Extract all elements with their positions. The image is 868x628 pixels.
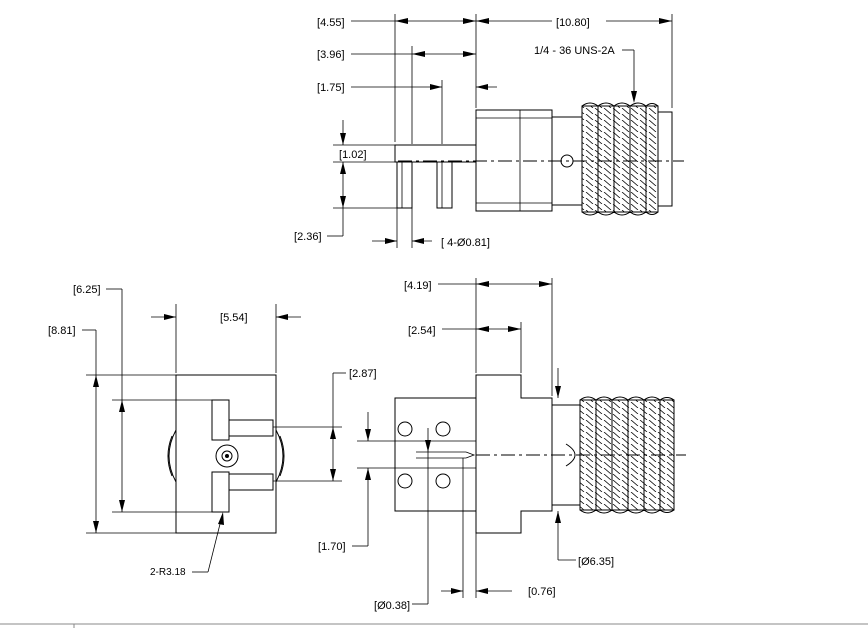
threaded-section (581, 105, 659, 213)
dim-1-02: [1.02] (339, 149, 367, 161)
upper-mounting-tab (211, 399, 230, 441)
dim-0-38: [Ø0.38] (374, 600, 410, 612)
pin-hole-3 (397, 473, 413, 489)
dim-4-55: [4.55] (317, 17, 345, 29)
plan-pin-block (394, 397, 477, 512)
end-view-flange (175, 374, 277, 534)
flange-body (475, 109, 553, 212)
plan-flange (475, 374, 553, 534)
pin-right (436, 161, 453, 209)
end-view: [5.54] [6.25] [8.81] [2.87] 2-R3.18 (48, 284, 377, 578)
pin-hole-2 (435, 421, 451, 437)
dim-5-54: [5.54] (220, 312, 248, 324)
lower-mounting-tab (211, 471, 230, 513)
dim-0-76: [0.76] (528, 586, 556, 598)
plan-view: [4.19] [2.54] [1.70] [Ø6.35] [0.76] (318, 278, 686, 612)
center-contact (215, 444, 239, 468)
dim-10-80: [10.80] (556, 17, 590, 29)
dim-radius: 2-R3.18 (150, 567, 186, 578)
pin-hole-4 (435, 473, 451, 489)
dim-6-25: [6.25] (73, 284, 101, 296)
dim-pin-diameter: [ 4-Ø0.81] (441, 237, 490, 249)
dim-2-54: [2.54] (408, 325, 436, 337)
dim-2-87: [2.87] (349, 368, 377, 380)
dim-1-70: [1.70] (318, 541, 346, 553)
pin-hole-1 (397, 421, 413, 437)
dim-3-96: [3.96] (317, 49, 345, 61)
dim-2-36: [2.36] (294, 231, 322, 243)
dim-4-19: [4.19] (404, 280, 432, 292)
thread-spec-label: 1/4 - 36 UNS-2A (534, 45, 615, 57)
pin-block (394, 144, 477, 163)
pin-left (396, 161, 413, 209)
front-stub (657, 111, 673, 207)
side-elevation-view: [4.55] [10.80] [3.96] 1/4 - 36 UNS-2A [1… (294, 14, 684, 249)
dim-1-75: [1.75] (317, 82, 345, 94)
dim-8-81: [8.81] (48, 325, 76, 337)
dim-6-35: [Ø6.35] (578, 556, 614, 568)
